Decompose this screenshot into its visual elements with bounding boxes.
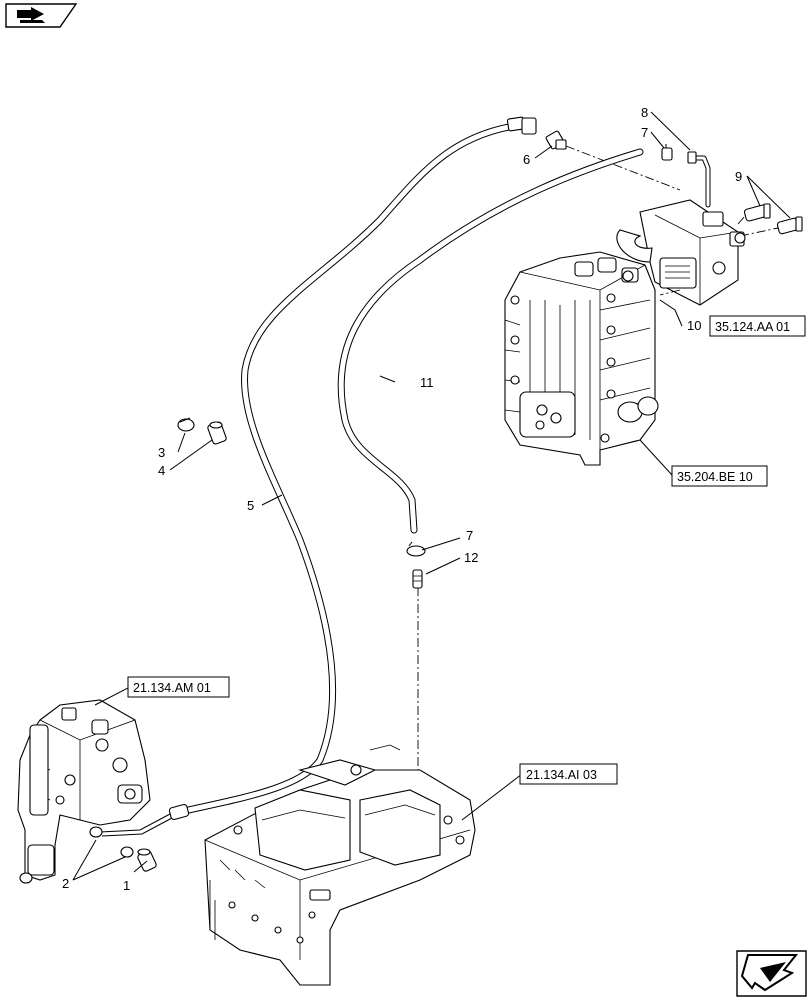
callout-9: 9 bbox=[735, 169, 742, 184]
svg-text:21.134.AI 03: 21.134.AI 03 bbox=[526, 768, 597, 782]
callout-3: 3 bbox=[158, 445, 165, 460]
transmission-housing bbox=[204, 744, 476, 986]
svg-text:35.204.BE 10: 35.204.BE 10 bbox=[677, 470, 753, 484]
callout-10: 10 bbox=[687, 318, 701, 333]
pipe-8 bbox=[687, 151, 711, 208]
reference-35-204-be-10[interactable]: 35.204.BE 10 bbox=[671, 465, 768, 487]
callout-8: 8 bbox=[641, 105, 648, 120]
clamp-3 bbox=[177, 417, 195, 432]
next-page-arrow-icon[interactable] bbox=[736, 950, 807, 997]
clip-7-upper bbox=[661, 144, 673, 161]
hose-11 bbox=[337, 148, 644, 800]
fittings-9 bbox=[737, 203, 803, 237]
reference-35-124-aa-01[interactable]: 35.124.AA 01 bbox=[709, 315, 806, 337]
hose-5 bbox=[99, 116, 537, 837]
left-valve-assembly bbox=[17, 699, 151, 884]
control-valve-assembly bbox=[504, 251, 659, 466]
fitting-2 bbox=[89, 826, 134, 858]
reference-21-134-am-01[interactable]: 21.134.AM 01 bbox=[127, 676, 230, 698]
sleeve-4 bbox=[207, 421, 227, 445]
callout-2: 2 bbox=[62, 876, 69, 891]
callout-11: 11 bbox=[420, 375, 434, 390]
clip-7-lower bbox=[406, 541, 426, 557]
valve-block-10 bbox=[616, 199, 746, 306]
fitting-12 bbox=[412, 569, 423, 589]
callout-labels: 1 2 3 4 5 6 7 7 8 9 10 11 12 bbox=[62, 105, 742, 893]
callout-12: 12 bbox=[464, 550, 478, 565]
fitting-1 bbox=[137, 848, 157, 872]
book-navigation-icon[interactable] bbox=[5, 3, 78, 28]
callout-7-upper: 7 bbox=[641, 125, 648, 140]
fitting-6 bbox=[545, 130, 681, 191]
reference-21-134-ai-03[interactable]: 21.134.AI 03 bbox=[519, 763, 618, 785]
callout-1: 1 bbox=[123, 878, 130, 893]
svg-text:35.124.AA 01: 35.124.AA 01 bbox=[715, 320, 790, 334]
svg-text:21.134.AM 01: 21.134.AM 01 bbox=[133, 681, 211, 695]
callout-5: 5 bbox=[247, 498, 254, 513]
callout-7-lower: 7 bbox=[466, 528, 473, 543]
callout-4: 4 bbox=[158, 463, 165, 478]
callout-6: 6 bbox=[523, 152, 530, 167]
leader-lines bbox=[72, 111, 791, 881]
